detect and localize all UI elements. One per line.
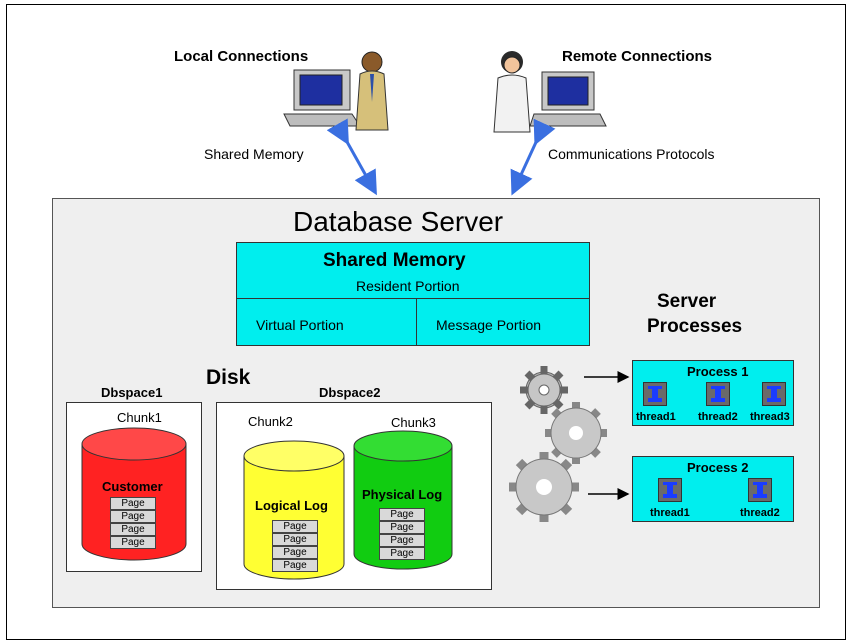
physical-log-label: Physical Log [362, 487, 443, 502]
communications-protocols-label: Communications Protocols [548, 146, 715, 162]
remote-user-computer-icon [493, 51, 607, 133]
process-1-thread-label: thread1 [636, 411, 676, 423]
process-2-thread-label: thread1 [650, 507, 690, 519]
thread-icon [748, 478, 772, 502]
process-1-thread-label: thread3 [750, 411, 790, 423]
server-processes-title-line1: Server [657, 291, 717, 312]
shared-memory-connection-label: Shared Memory [204, 146, 304, 162]
remote-connection-arrow [510, 118, 556, 196]
remote-connections-label: Remote Connections [562, 48, 713, 65]
gear-icon [520, 366, 568, 414]
local-connection-arrow [326, 118, 377, 196]
thread-icon [643, 382, 667, 406]
local-user-computer-icon [283, 51, 389, 131]
page-cell: Page [110, 510, 156, 523]
shared-memory-title: Shared Memory [323, 250, 466, 271]
local-connections-label: Local Connections [174, 48, 309, 65]
page-cell: Page [272, 533, 318, 546]
page-cell: Page [379, 508, 425, 521]
shared-memory-box [236, 242, 590, 346]
process-1-label: Process 1 [687, 364, 749, 379]
portion-divider [416, 299, 417, 346]
thread-icon [706, 382, 730, 406]
message-portion-label: Message Portion [436, 317, 542, 333]
page-cell: Page [379, 534, 425, 547]
page-cell: Page [110, 523, 156, 536]
dbspace1-label: Dbspace1 [101, 385, 163, 400]
customer-label: Customer [102, 479, 163, 494]
resident-portion-label: Resident Portion [356, 278, 460, 294]
physical-log-cylinder [353, 430, 453, 570]
chunk2-label: Chunk2 [248, 414, 293, 429]
chunk3-label: Chunk3 [391, 415, 436, 430]
process-1-thread-label: thread2 [698, 411, 738, 423]
process-2-thread-label: thread2 [740, 507, 780, 519]
thread-icon [658, 478, 682, 502]
page-cell: Page [379, 521, 425, 534]
page-cell: Page [110, 536, 156, 549]
server-processes-title-line2: Processes [647, 316, 743, 337]
logical-log-cylinder [243, 440, 345, 580]
dbspace2-label: Dbspace2 [319, 385, 381, 400]
gear-icon [545, 402, 607, 464]
resident-portion-area [237, 243, 589, 299]
logical-log-label: Logical Log [255, 498, 328, 513]
database-server-title: Database Server [293, 206, 504, 237]
page-cell: Page [272, 559, 318, 572]
page-cell: Page [110, 497, 156, 510]
process-2-label: Process 2 [687, 460, 749, 475]
virtual-portion-label: Virtual Portion [256, 317, 344, 333]
thread-icon [762, 382, 786, 406]
page-cell: Page [272, 546, 318, 559]
disk-label: Disk [206, 366, 251, 389]
page-cell: Page [379, 547, 425, 560]
page-cell: Page [272, 520, 318, 533]
gear-icon [509, 452, 579, 522]
chunk1-label: Chunk1 [117, 410, 162, 425]
gear-icons [509, 366, 607, 522]
